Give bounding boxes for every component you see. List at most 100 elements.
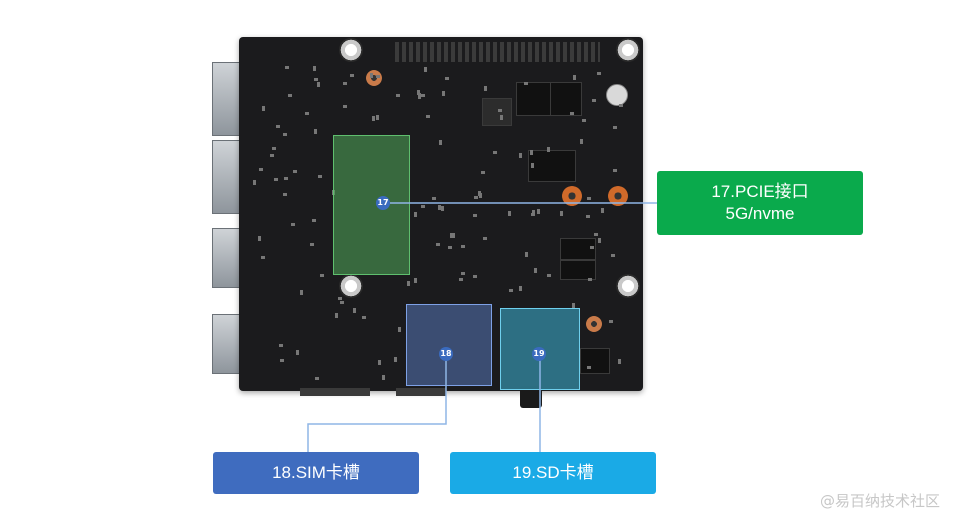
smd-component — [587, 365, 591, 369]
smd-component — [406, 281, 410, 287]
smd-component — [613, 125, 618, 129]
smd-component — [295, 350, 299, 356]
smd-component — [530, 150, 534, 156]
watermark: @易百纳技术社区 — [820, 492, 941, 510]
ethernet-port-bottom — [212, 140, 244, 214]
smd-component — [378, 359, 382, 365]
smd-component — [597, 72, 602, 76]
smd-component — [450, 232, 454, 238]
smd-component — [585, 214, 590, 218]
smd-component — [481, 171, 486, 175]
smd-component — [588, 278, 593, 282]
smd-component — [431, 197, 436, 201]
sd-callout-label: 19.SD卡槽 — [512, 463, 594, 482]
mounting-hole-middle-left — [339, 274, 363, 298]
smd-component — [498, 108, 503, 112]
smd-component — [339, 300, 344, 304]
smd-component — [314, 129, 318, 135]
smd-component — [310, 243, 315, 247]
mounting-hole-middle-right — [616, 274, 640, 298]
ic-chip — [528, 150, 576, 182]
smd-component — [413, 211, 417, 217]
smd-component — [424, 67, 428, 73]
smd-component — [531, 210, 535, 216]
bottom-connector — [300, 388, 370, 396]
marker-17: 17 — [376, 196, 390, 210]
mounting-hole-top-left — [339, 38, 363, 62]
smd-component — [483, 85, 487, 91]
smd-component — [282, 193, 287, 197]
smd-component — [492, 150, 497, 154]
smd-component — [414, 277, 418, 283]
smd-component — [560, 211, 564, 217]
smd-component — [300, 290, 304, 296]
pcie-callout-subtitle: 5G/nvme — [725, 204, 795, 223]
smd-component — [314, 377, 319, 381]
smd-component — [461, 245, 466, 249]
smd-component — [262, 106, 266, 112]
smd-component — [375, 114, 379, 120]
smd-component — [280, 358, 285, 362]
smd-component — [589, 245, 594, 249]
usb-port-top — [212, 228, 240, 288]
smd-component — [531, 212, 536, 216]
smd-component — [314, 77, 319, 81]
smd-component — [573, 75, 577, 81]
smd-component — [283, 177, 288, 181]
smd-component — [438, 204, 442, 210]
smd-component — [448, 245, 453, 249]
marker-18: 18 — [439, 347, 453, 361]
smd-component — [507, 210, 511, 216]
smd-component — [452, 232, 456, 238]
smd-component — [417, 89, 421, 95]
smd-component — [369, 72, 373, 78]
smd-component — [483, 236, 488, 240]
bottom-connector — [396, 388, 446, 396]
power-chip — [560, 260, 596, 280]
sim-leader-line — [307, 360, 447, 452]
antenna-connector — [608, 186, 628, 206]
smd-component — [342, 82, 347, 86]
smd-component — [442, 90, 446, 96]
smd-component — [317, 174, 322, 178]
smd-component — [477, 190, 481, 196]
smd-component — [459, 278, 464, 282]
smd-component — [290, 222, 295, 226]
marker-19: 19 — [532, 347, 546, 361]
smd-component — [570, 112, 575, 115]
smd-component — [271, 147, 276, 151]
smd-component — [518, 153, 522, 159]
smd-component — [393, 357, 397, 363]
smd-component — [537, 208, 541, 214]
smd-component — [252, 179, 256, 185]
smd-component — [396, 93, 400, 97]
smd-component — [531, 162, 535, 168]
smd-component — [534, 268, 537, 274]
smd-component — [338, 297, 343, 301]
smd-component — [417, 93, 421, 99]
sim-callout-label: 18.SIM卡槽 — [272, 463, 360, 482]
pcie-callout-title: 17.PCIE接口 — [711, 182, 809, 201]
smd-component — [381, 374, 385, 380]
smd-component — [425, 115, 430, 119]
audio-jack — [520, 386, 542, 408]
smd-component — [375, 74, 380, 78]
smd-component — [572, 303, 576, 309]
smd-component — [592, 99, 597, 103]
smd-component — [259, 168, 264, 172]
smd-component — [609, 319, 614, 323]
sd-callout: 19.SD卡槽 — [450, 452, 656, 494]
smd-component — [500, 114, 504, 120]
smd-component — [597, 238, 601, 244]
smd-component — [274, 178, 279, 182]
smd-component — [335, 312, 339, 318]
smd-component — [311, 219, 316, 223]
smd-component — [594, 232, 599, 236]
smd-component — [582, 118, 587, 122]
antenna-connector — [586, 316, 602, 332]
smd-component — [460, 272, 465, 276]
smd-component — [509, 289, 513, 293]
pcie-callout: 17.PCIE接口 5G/nvme — [657, 171, 863, 235]
smd-component — [580, 138, 584, 144]
